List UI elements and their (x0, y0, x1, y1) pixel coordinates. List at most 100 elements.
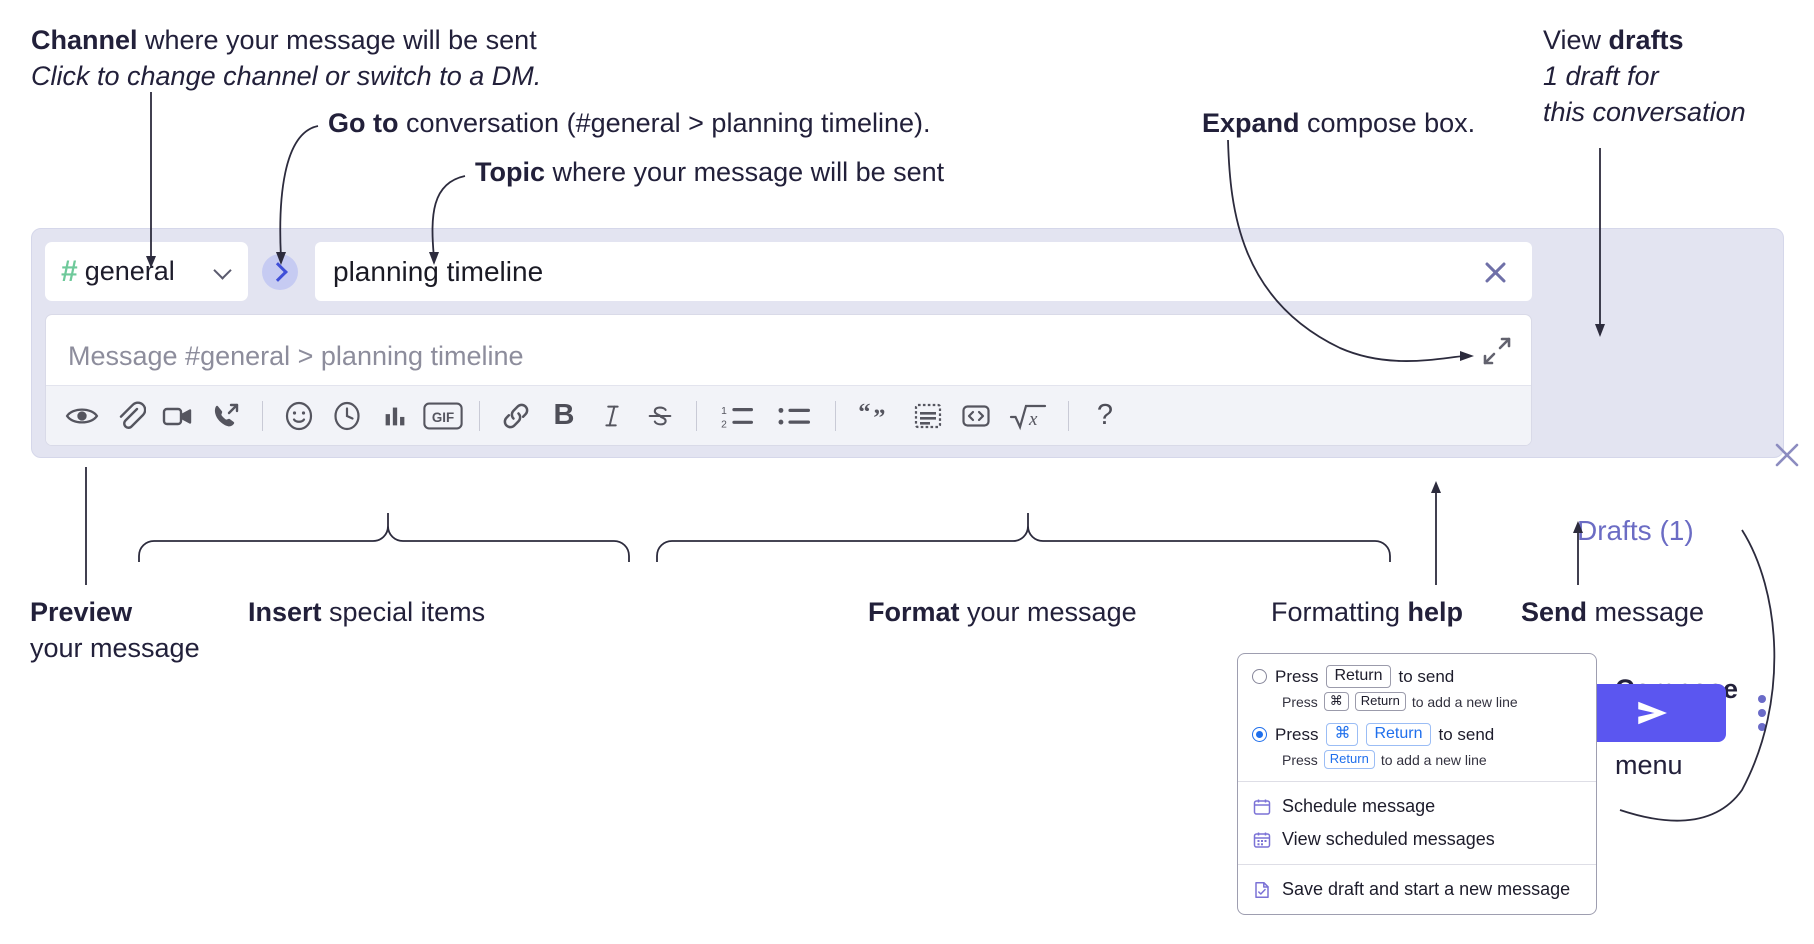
menu-item-view-scheduled[interactable]: View scheduled messages (1238, 823, 1596, 856)
annotation-drafts-line3: this conversation (1543, 97, 1746, 127)
annotation-goto-rest: conversation (#general > planning timeli… (398, 108, 931, 138)
annotation-help-bold: help (1407, 597, 1464, 627)
separator (262, 400, 263, 431)
menu-item-schedule-message[interactable]: Schedule message (1238, 790, 1596, 823)
drafts-link[interactable]: Drafts (1) (1577, 515, 1694, 546)
annotation-channel-bold: Channel (31, 25, 138, 55)
inline-code-icon[interactable] (952, 394, 1000, 438)
message-editor[interactable]: Message #general > planning timeline (45, 314, 1532, 446)
annotation-send-bold: Send (1521, 597, 1588, 627)
ordered-list-icon[interactable]: 1 2 (709, 394, 767, 438)
math-icon[interactable]: x (1000, 394, 1056, 438)
bold-label: B (553, 399, 575, 431)
close-icon[interactable] (1480, 257, 1510, 287)
annotation-drafts-bold: drafts (1608, 25, 1684, 55)
poll-icon[interactable] (371, 394, 419, 438)
separator (696, 400, 697, 431)
menu-item-label: Schedule message (1282, 796, 1436, 816)
chevron-right-icon (268, 262, 288, 282)
emoji-icon[interactable] (275, 394, 323, 438)
audio-clip-icon[interactable] (202, 394, 250, 438)
blockquote-icon[interactable]: “ ” (848, 394, 904, 438)
annotation-send: Send message (1521, 594, 1704, 630)
svg-text:”: ” (873, 404, 885, 431)
annotation-channel-rest: where your message will be sent (137, 25, 537, 55)
send-option-cmd-return[interactable]: Press ⌘ Return to send (1252, 723, 1582, 746)
annotation-topic: Topic where your message will be sent (475, 154, 944, 190)
sub-suffix: to add a new line (1411, 693, 1518, 710)
help-label: ? (1096, 399, 1114, 431)
key-return: Return (1366, 723, 1431, 746)
topic-value: planning timeline (333, 255, 544, 287)
annotation-goto: Go to conversation (#general > planning … (328, 105, 931, 141)
link-icon[interactable] (492, 394, 540, 438)
annotation-compose-options-line3: menu (1615, 750, 1683, 780)
expand-icon[interactable] (1481, 335, 1513, 367)
bold-icon[interactable]: B (540, 394, 588, 438)
calendar-icon (1252, 797, 1272, 817)
close-icon[interactable] (1771, 439, 1803, 471)
compose-inner: # general planning timeline Message #gen… (45, 242, 1532, 446)
separator (479, 400, 480, 431)
annotation-goto-bold: Go to (328, 108, 399, 138)
send-option-return[interactable]: Press Return to send (1252, 665, 1582, 688)
menu-item-save-draft[interactable]: Save draft and start a new message (1238, 873, 1596, 906)
annotation-drafts-line1: View drafts (1543, 22, 1746, 58)
annotation-format: Format your message (868, 594, 1137, 630)
send-button[interactable] (1578, 684, 1726, 742)
key-return: Return (1354, 692, 1406, 711)
goto-conversation-button[interactable] (262, 254, 298, 290)
svg-text:“: “ (858, 401, 870, 426)
annotation-drafts-line2: 1 draft for (1543, 61, 1659, 91)
formatting-toolbar: GIF B (46, 385, 1531, 445)
chevron-down-icon (215, 263, 232, 280)
annotation-channel-line2: Click to change channel or switch to a D… (31, 61, 542, 91)
annotation-insert: Insert special items (248, 594, 485, 630)
send-option-suffix: to send (1438, 724, 1495, 744)
annotation-send-rest: message (1587, 597, 1705, 627)
key-return: Return (1326, 665, 1391, 688)
send-option-prefix: Press (1275, 666, 1319, 686)
menu-item-label: View scheduled messages (1282, 829, 1495, 849)
send-option-prefix: Press (1275, 724, 1319, 744)
send-options-group: Press Return to send Press ⌘ Return to a… (1238, 654, 1596, 781)
send-option-return-sub: Press ⌘ Return to add a new line (1282, 692, 1582, 711)
key-return: Return (1323, 750, 1375, 769)
reminder-clock-icon[interactable] (323, 394, 371, 438)
annotation-preview-line2: your message (30, 633, 200, 663)
send-option-suffix: to send (1398, 666, 1455, 686)
compose-options-menu: Press Return to send Press ⌘ Return to a… (1237, 653, 1597, 915)
code-block-icon[interactable] (904, 394, 952, 438)
radio-button[interactable] (1252, 669, 1267, 684)
gif-icon[interactable]: GIF (419, 394, 467, 438)
message-placeholder: Message #general > planning timeline (68, 341, 524, 371)
kebab-dot (1758, 695, 1766, 703)
annotation-channel-line1: Channel where your message will be sent (31, 22, 541, 58)
attachment-icon[interactable] (106, 394, 154, 438)
annotation-preview: Preview your message (30, 594, 200, 666)
separator (1068, 400, 1069, 431)
key-command: ⌘ (1326, 723, 1359, 746)
italic-icon[interactable] (588, 394, 636, 438)
preview-icon[interactable] (58, 394, 106, 438)
menu-item-label: Save draft and start a new message (1282, 879, 1571, 899)
topic-field[interactable]: planning timeline (315, 242, 1532, 301)
compose-options-button[interactable] (1749, 684, 1775, 742)
channel-selector[interactable]: # general (45, 242, 248, 301)
svg-text:1: 1 (721, 406, 727, 417)
bulleted-list-icon[interactable] (767, 394, 823, 438)
divider (1238, 864, 1596, 865)
compose-widget: # general planning timeline Message #gen… (31, 228, 1799, 742)
strikethrough-icon[interactable] (636, 394, 684, 438)
annotation-expand: Expand compose box. (1202, 105, 1475, 141)
compose-header-row: # general planning timeline (45, 242, 1532, 301)
radio-button-selected[interactable] (1252, 727, 1267, 742)
hash-icon: # (61, 254, 78, 288)
video-clip-icon[interactable] (154, 394, 202, 438)
annotation-help-rest: Formatting (1271, 597, 1408, 627)
help-icon[interactable]: ? (1081, 394, 1129, 438)
svg-text:GIF: GIF (432, 410, 454, 425)
annotation-channel: Channel where your message will be sent … (31, 22, 541, 94)
svg-text:2: 2 (721, 419, 727, 430)
annotation-preview-bold: Preview (30, 597, 133, 627)
